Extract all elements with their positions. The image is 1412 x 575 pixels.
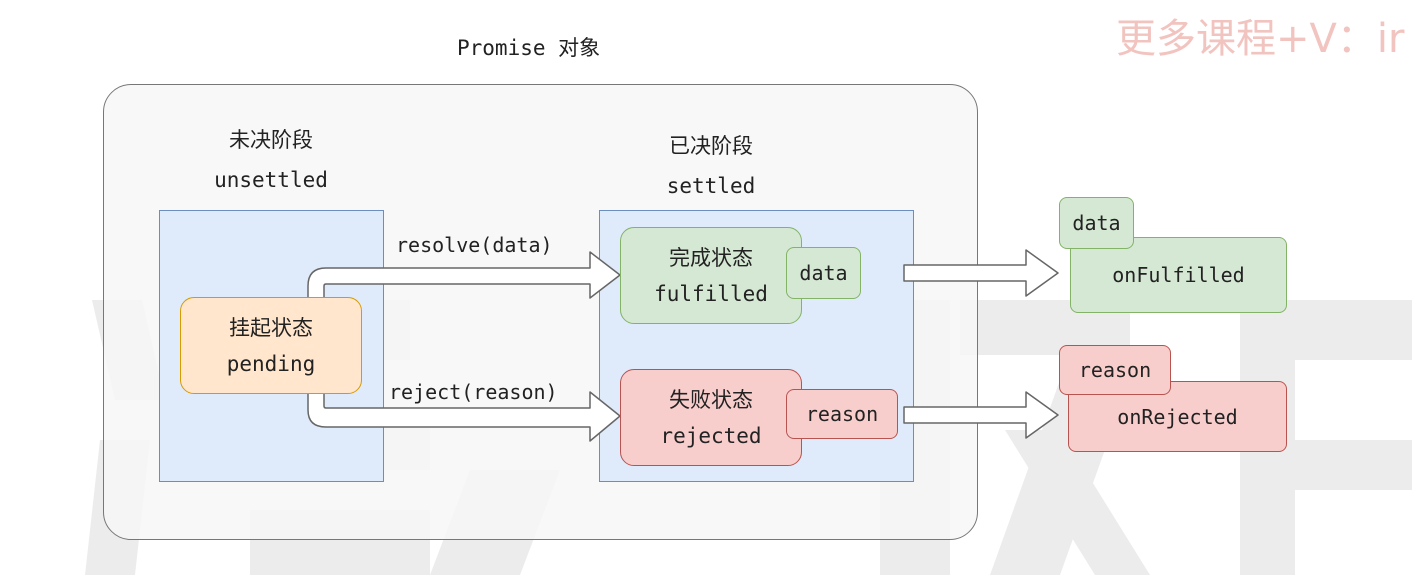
diagram-title: Promise 对象 xyxy=(457,36,601,60)
settled-en: settled xyxy=(666,174,756,198)
on-fulfilled-handler: onFulfilled xyxy=(1070,237,1287,313)
unsettled-en: unsettled xyxy=(214,168,328,192)
watermark-text: 更多课程+V：ir xyxy=(1116,16,1405,62)
rejected-state: 失败状态 rejected xyxy=(620,369,802,466)
reject-edge-label: reject(reason) xyxy=(389,380,558,404)
resolve-edge-label: resolve(data) xyxy=(396,233,553,257)
on-fulfilled-label: onFulfilled xyxy=(1112,263,1245,287)
settled-label: 已决阶段 settled xyxy=(600,126,822,206)
reject-arrow xyxy=(307,391,621,442)
to-onrejected-arrow xyxy=(903,391,1059,439)
fulfilled-data-tag: data xyxy=(786,247,861,299)
on-rejected-reason-tag: reason xyxy=(1059,345,1171,395)
on-fulfilled-data-tag: data xyxy=(1059,197,1134,249)
rejected-en: rejected xyxy=(660,423,762,448)
pending-en: pending xyxy=(226,351,316,376)
on-rejected-label: onRejected xyxy=(1117,404,1238,429)
rejected-cn: 失败状态 xyxy=(669,387,753,412)
fulfilled-en: fulfilled xyxy=(654,281,768,306)
rejected-reason-tag: reason xyxy=(786,389,898,439)
settled-cn: 已决阶段 xyxy=(669,134,753,158)
resolve-arrow xyxy=(307,251,621,301)
pending-state: 挂起状态 pending xyxy=(180,297,362,394)
unsettled-cn: 未决阶段 xyxy=(229,128,313,152)
unsettled-label: 未决阶段 unsettled xyxy=(160,120,382,200)
pending-cn: 挂起状态 xyxy=(229,315,313,340)
fulfilled-state: 完成状态 fulfilled xyxy=(620,227,802,324)
to-onfulfilled-arrow xyxy=(903,249,1059,297)
fulfilled-cn: 完成状态 xyxy=(669,245,753,270)
